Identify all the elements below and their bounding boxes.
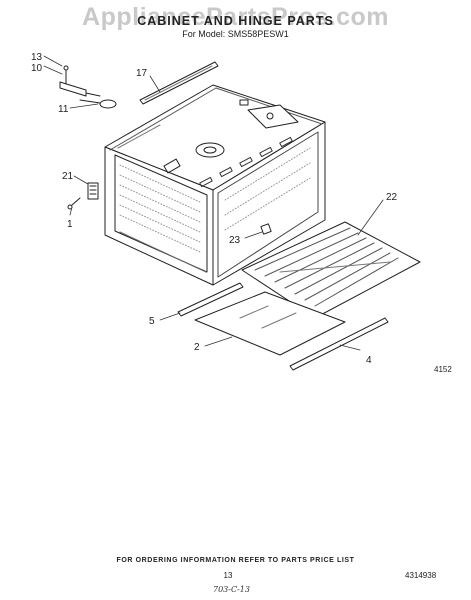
left-rail-part <box>177 282 244 317</box>
screw-part <box>67 197 81 210</box>
thermal-switch-part <box>79 99 117 109</box>
trim-bar-part <box>139 61 219 105</box>
callout-17: 17 <box>136 68 148 79</box>
side-panel-perforation <box>119 147 311 253</box>
oven-rack-part <box>241 221 421 319</box>
callout-21: 21 <box>62 171 74 182</box>
document-number: 4314938 <box>405 571 437 580</box>
callout-22: 22 <box>386 192 398 203</box>
model-subtitle: For Model: SMS58PESW1 <box>182 29 289 39</box>
callout-13: 13 <box>31 52 43 63</box>
page-number: 13 <box>223 571 233 580</box>
ordering-note: FOR ORDERING INFORMATION REFER TO PARTS … <box>116 557 355 564</box>
callout-1: 1 <box>67 219 73 230</box>
figure-number: 4152 <box>434 365 452 374</box>
callout-labels: 13 10 11 17 21 1 22 23 5 2 4 <box>31 52 398 366</box>
callout-4: 4 <box>366 355 372 366</box>
callout-5: 5 <box>149 316 155 327</box>
leader-lines <box>43 55 384 351</box>
glass-tray-part <box>194 291 346 356</box>
latch-part <box>87 182 99 200</box>
clip-part <box>260 223 272 235</box>
cabinet-top-plate <box>117 99 299 174</box>
callout-23: 23 <box>229 235 241 246</box>
page-title: CABINET AND HINGE PARTS <box>137 14 334 28</box>
handwritten-note: 703-C-13 <box>213 585 250 594</box>
vent-slots <box>199 136 293 188</box>
callout-10: 10 <box>31 63 43 74</box>
right-rail-part <box>289 317 389 371</box>
hinge-pin-part <box>59 65 101 97</box>
callout-11: 11 <box>58 104 69 115</box>
callout-2: 2 <box>194 342 200 353</box>
